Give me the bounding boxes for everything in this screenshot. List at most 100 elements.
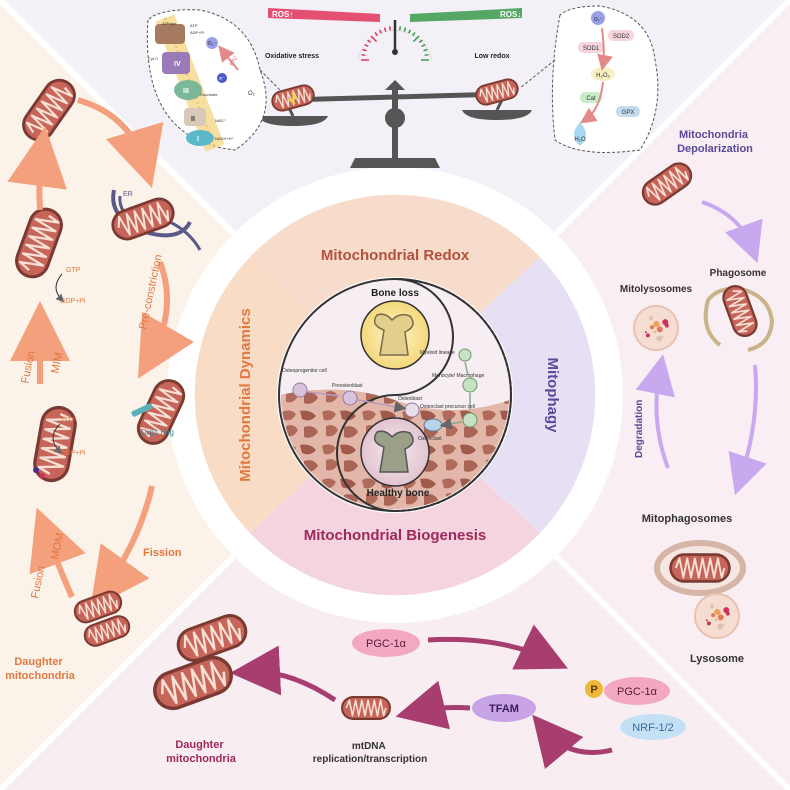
atp-label: ATP (190, 23, 198, 28)
lysosome-particle (653, 330, 656, 333)
h2o2-label: H₂O₂ (596, 73, 610, 79)
gdp-top-label: GDP+Pi (60, 298, 86, 305)
ros-down-label: ROS↓ (500, 10, 521, 19)
lysosome-particle (717, 623, 724, 630)
osteoprogenitor-label: Osteoprogenitor cell (282, 368, 327, 374)
electron-icon (217, 73, 227, 83)
nrf-pill (620, 714, 686, 740)
osteoblast-cell (404, 402, 420, 418)
ros-up-bar (268, 8, 380, 22)
sod2-pill (608, 30, 634, 41)
lysosome-particle (725, 611, 730, 616)
adp-label: ADP+Pi (190, 30, 204, 35)
mom-label: MOM (49, 532, 66, 561)
arrow-fusion-mom (29, 507, 86, 599)
redox-panel: ROS↑ ROS↓ Oxidative stress Low (146, 5, 659, 168)
lysosome-particle (662, 319, 669, 326)
o2-minus-label: O₂⁻ (208, 41, 217, 47)
gauge-tick (418, 39, 423, 43)
cytc-label: Cyt C (148, 56, 158, 61)
healthy-bone-label: Healthy bone (367, 488, 430, 499)
arrow-to-mitophagosome (728, 364, 767, 496)
drp1-label: Drp1 ring (141, 428, 174, 437)
complex-i (186, 130, 214, 146)
sod2-label: SOD2 (613, 34, 630, 40)
bone-icon (373, 430, 414, 473)
lysosome-particle (656, 335, 663, 342)
ros-up-label: ROS↑ (272, 10, 293, 19)
lysosome-particle (709, 604, 714, 609)
lysosome-particle (705, 619, 708, 622)
lysosome-icon (694, 593, 740, 639)
center-bone-disc: Bone loss Healthy bone Osteoprogenitor c… (278, 278, 512, 512)
er-label: ER (123, 191, 133, 198)
degradation-label: Degradation (634, 400, 645, 458)
o2-minus-icon (591, 11, 605, 25)
pgc-right-label: PGC-1α (617, 686, 658, 698)
fusion-protein-icon (39, 473, 45, 479)
osteoprogenitor-cell (292, 382, 308, 398)
lysosome-particle (645, 333, 650, 338)
gauge-tick (367, 39, 372, 43)
mitolysosome-icon (633, 305, 679, 351)
osteoclast-precursor-cell (462, 412, 478, 428)
arrow-to-er (77, 97, 164, 188)
succinate-label: Succinate (200, 92, 218, 97)
h2o-label: H₂O (574, 137, 586, 143)
gpx-pill (616, 106, 640, 117)
monocyte-cell (462, 377, 478, 393)
lysosome-particle (714, 618, 717, 621)
arrow-preconstriction (137, 260, 195, 379)
complex-iii-label: III (183, 88, 189, 95)
arrow-to-phagosome (701, 200, 763, 264)
mtdna-label: mtDNA replication/transcription (313, 741, 427, 765)
gdp-mid-label: GDP+Pi (60, 450, 86, 457)
lysosome-particle (706, 621, 711, 626)
ring-label-dynamics: Mitochondrial Dynamics (237, 308, 254, 481)
sod1-pill (578, 42, 604, 53)
complex-ii (184, 108, 206, 126)
gauge-tick (364, 43, 369, 48)
gauge-tick (362, 48, 367, 52)
bone-icon (373, 313, 414, 356)
lysosome-particle (722, 623, 725, 626)
ring-segment-mitophagy (480, 257, 596, 533)
mim-label: MIM (49, 351, 65, 374)
gauge-tick (361, 53, 366, 57)
cat-pill (580, 92, 602, 103)
gtp-top-label: GTP (66, 267, 81, 274)
etc-label: ETC (229, 55, 240, 67)
atpase-label: ATPase (162, 21, 177, 26)
lysosome-particle (712, 612, 715, 615)
phagosome-icon (703, 280, 775, 352)
o2-label: O₂ (248, 91, 256, 97)
myeloid-label: Myeloid lineage (420, 350, 455, 356)
ring-segment-dynamics (194, 257, 310, 533)
arrow-degradation (635, 354, 675, 469)
osteoclast-cell (423, 418, 443, 432)
gpx-label: GPX (622, 110, 635, 116)
myeloid-cell (458, 348, 472, 362)
atpase-complex (155, 24, 185, 44)
gauge-tick (383, 27, 387, 32)
o2-right-label: O₂⁻ (594, 17, 603, 23)
phospho-label: P (590, 684, 597, 696)
ring-label-biogenesis: Mitochondrial Biogenesis (304, 527, 487, 544)
fission-label: Fission (143, 547, 182, 559)
gauge-tick (370, 35, 378, 43)
arrow-to-daughter (230, 645, 337, 703)
gauge-tick (378, 29, 383, 34)
dynamics-panel: ER Pre-constriction Drp1 ring Fission Da… (5, 71, 202, 682)
gauge-tick (407, 29, 412, 34)
gauge-tick (403, 27, 407, 32)
phagosome-label: Phagosome (710, 268, 767, 279)
nrf-label: NRF-1/2 (632, 722, 674, 734)
gauge-tick (421, 43, 426, 48)
preosteoblast-cell (342, 390, 358, 406)
arrow-to-mtdna (395, 680, 471, 730)
gtp-mid-label: GTP (62, 417, 77, 424)
lysosome-particle (655, 322, 660, 327)
phospho-icon (585, 680, 603, 698)
lysosome-particle (717, 614, 724, 621)
biogenesis-daughter-label: Daughter mitochondria (166, 739, 237, 765)
